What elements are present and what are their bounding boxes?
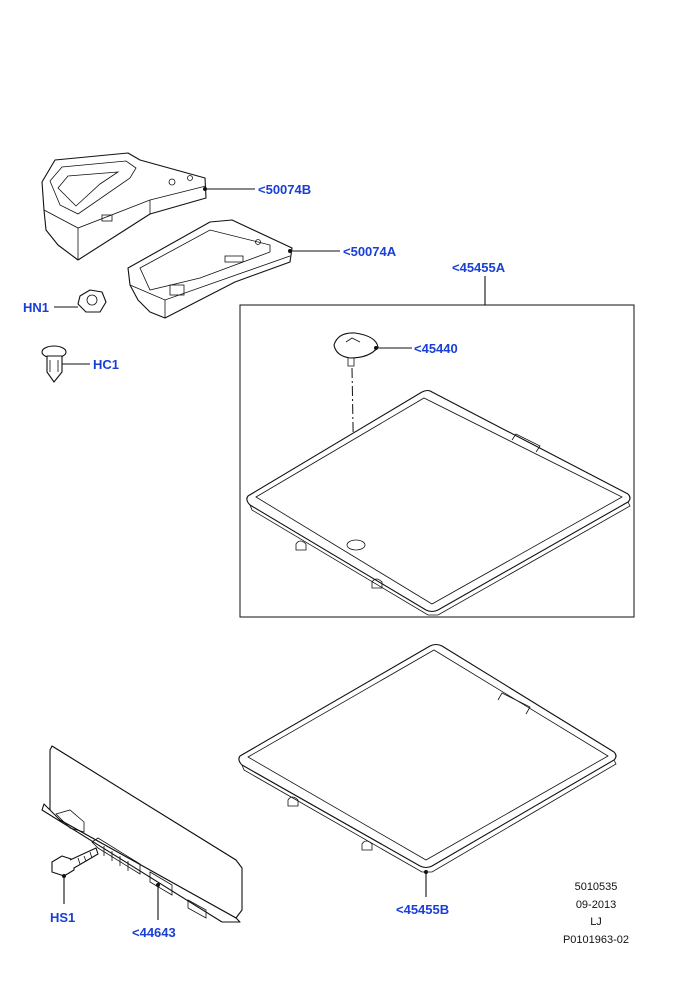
leader-dot-50074A: [288, 249, 292, 253]
label-50074B[interactable]: <50074B: [258, 182, 311, 197]
label-45455A[interactable]: <45455A: [452, 260, 506, 275]
label-44643[interactable]: <44643: [132, 925, 176, 940]
meta-date: 09-2013: [576, 899, 616, 911]
clip-HC1-drawing: [41, 345, 67, 383]
leader-dot-45455B: [424, 870, 428, 874]
label-45455B[interactable]: <45455B: [396, 902, 449, 917]
meta-model-code: LJ: [590, 916, 602, 928]
label-HC1[interactable]: HC1: [93, 357, 119, 372]
meta-reference-number: 5010535: [575, 881, 618, 893]
part-50074B-drawing: [41, 152, 207, 261]
nut-HN1-drawing: [77, 289, 107, 313]
leader-dot-45440: [374, 346, 378, 350]
part-50074A-drawing: [127, 219, 293, 319]
trim-panel-44643-drawing: [41, 745, 243, 923]
label-HS1[interactable]: HS1: [50, 910, 75, 925]
floor-panel-45455B-drawing: [238, 643, 617, 873]
cap-45440-drawing: [333, 332, 379, 367]
label-HN1[interactable]: HN1: [23, 300, 49, 315]
meta-illustration-id: P0101963-02: [563, 934, 629, 946]
screw-HS1-drawing: [51, 847, 99, 877]
floor-panel-45455A-drawing: [246, 389, 631, 616]
leader-dot-44643: [156, 883, 160, 887]
leader-dot-HS1: [62, 874, 66, 878]
label-45440[interactable]: <45440: [414, 341, 458, 356]
leader-dot-50074B: [203, 187, 207, 191]
label-50074A[interactable]: <50074A: [343, 244, 397, 259]
callout-box-45455A: [239, 304, 635, 618]
